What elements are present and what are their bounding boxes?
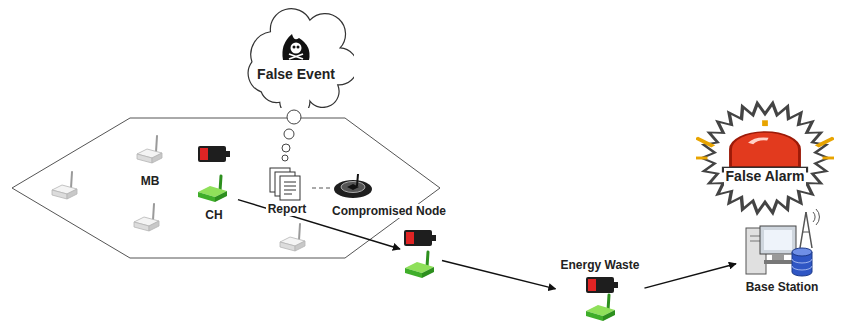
node-label: Energy Waste [559, 258, 642, 272]
alarm-burst: False Alarm [696, 100, 834, 216]
battery-icon [404, 230, 436, 246]
forward-arrow [442, 261, 556, 289]
compromised-node: Compromised Node [330, 170, 456, 218]
node-label: CH [203, 208, 224, 222]
siren-icon [696, 120, 834, 172]
energy-waste-node: Energy Waste [556, 258, 645, 316]
member-sensor [52, 172, 77, 199]
node-label: MB [139, 174, 162, 188]
relay-sensor [405, 252, 434, 278]
cloud-shape [238, 4, 354, 108]
member-sensor [280, 224, 305, 251]
member-sensor [137, 136, 162, 163]
member-node: MB [128, 130, 172, 188]
node-label: Report [266, 202, 309, 216]
node-label: Compromised Node [330, 204, 448, 218]
battery-icon [198, 146, 230, 162]
cluster-region [12, 118, 440, 258]
report-icon [270, 168, 300, 200]
report: Report [262, 164, 312, 216]
battery-icon [586, 277, 618, 293]
report-link [312, 188, 330, 189]
skull-icon [282, 34, 309, 60]
burst-shape [696, 100, 834, 216]
node-label: False Alarm [724, 168, 807, 185]
thought-bubbles [282, 110, 301, 161]
relay-node [400, 226, 442, 274]
cluster-head: CH [190, 142, 238, 222]
node-label: False Event [255, 66, 337, 83]
base-station: Base Station [736, 206, 828, 294]
base-station-icon [746, 209, 819, 276]
relay-sensor [586, 295, 615, 321]
thought-cloud: False Event [238, 4, 354, 108]
node-label: Base Station [744, 280, 821, 294]
member-sensor [134, 204, 159, 231]
forward-arrow [644, 264, 736, 288]
cluster-head-sensor [198, 176, 227, 202]
compromised-node-icon [334, 174, 372, 198]
